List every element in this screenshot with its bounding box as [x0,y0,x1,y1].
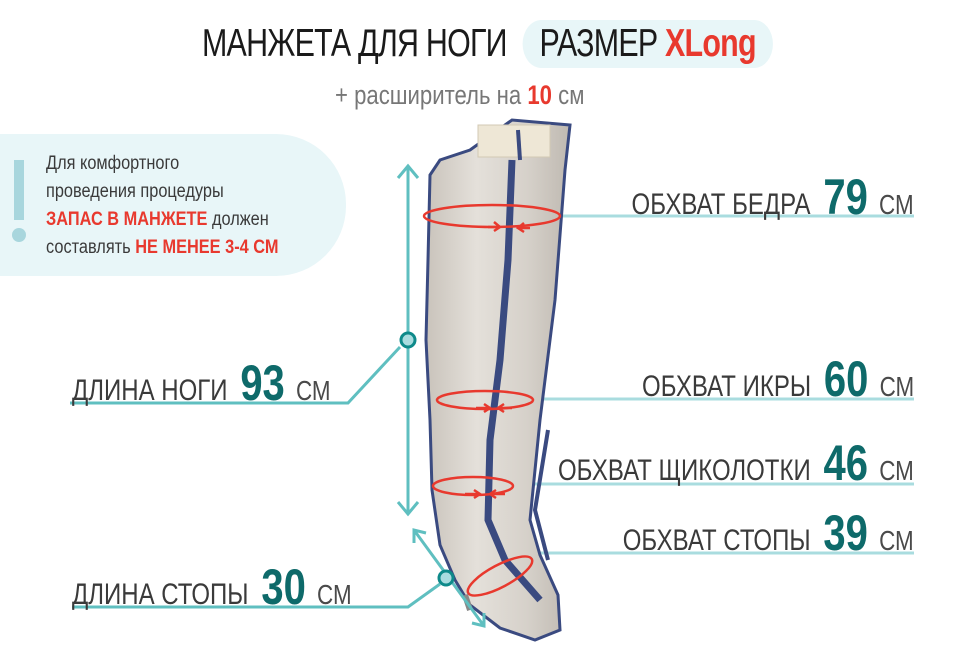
subtitle-prefix: + расширитель на [335,80,522,110]
calf-value: 60 [823,351,869,407]
size-label: РАЗМЕР [539,22,659,65]
leg-length-arrow [70,163,420,517]
size-value: XLong [665,22,757,65]
exclamation-dot-icon [12,228,26,242]
note-line-4: составлять НЕ МЕНЕЕ 3-4 СМ [46,234,278,262]
title-text: МАНЖЕТА ДЛЯ НОГИ [202,22,508,65]
thigh-label: ОБХВАТ БЕДРА [631,188,811,221]
leg-length-unit: СМ [296,375,331,406]
page-title: МАНЖЕТА ДЛЯ НОГИ РАЗМЕР XLong [202,14,773,74]
size-badge: РАЗМЕР XLong [522,20,773,68]
subtitle: + расширитель на 10 см [335,80,584,111]
leg-length-label: ДЛИНА НОГИ [72,374,228,407]
note-highlight-1: ЗАПАС В МАНЖЕТЕ [46,209,208,230]
exclamation-icon [14,160,24,220]
ankle-label: ОБХВАТ ЩИКОЛОТКИ [558,454,811,487]
note-line-3-rest: должен [207,209,269,230]
subtitle-value: 10 [527,80,553,110]
foot-length-label: ДЛИНА СТОПЫ [72,578,249,611]
measurement-calf: ОБХВАТ ИКРЫ 60 СМ [642,350,914,408]
note-line-4-prefix: составлять [46,237,136,258]
calf-label: ОБХВАТ ИКРЫ [641,370,811,403]
foot-girth-unit: СМ [879,525,914,556]
subtitle-unit: см [558,80,585,110]
measurement-foot-girth: ОБХВАТ СТОПЫ 39 СМ [623,504,914,562]
note-highlight-2: НЕ МЕНЕЕ 3-4 СМ [135,237,279,258]
foot-length-marker [437,569,455,587]
foot-girth-label: ОБХВАТ СТОПЫ [623,524,811,557]
leg-length-value: 93 [240,355,285,411]
measurement-leg-length: ДЛИНА НОГИ 93 СМ [72,354,331,412]
foot-length-unit: СМ [317,579,352,610]
thigh-value: 79 [823,169,869,225]
foot-girth-value: 39 [823,505,869,561]
note-line-3: ЗАПАС В МАНЖЕТЕ должен [46,206,278,234]
note-line-2: проведения процедуры [46,181,224,202]
note-line-1: Для комфортного [46,153,180,174]
measurement-ankle: ОБХВАТ ЩИКОЛОТКИ 46 СМ [558,434,914,492]
measurement-thigh: ОБХВАТ БЕДРА 79 СМ [632,168,914,226]
note-text: Для комфортного проведения процедуры ЗАП… [46,150,278,262]
thigh-unit: СМ [879,189,914,220]
calf-unit: СМ [879,371,914,402]
measurement-foot-length: ДЛИНА СТОПЫ 30 СМ [72,558,352,616]
cuff-shape [424,118,572,642]
girth-markers [422,203,562,597]
foot-length-value: 30 [261,559,306,615]
ankle-unit: СМ [879,455,914,486]
ankle-value: 46 [823,435,869,491]
note-box [0,134,346,276]
guide-lines-right [525,214,914,555]
leg-length-marker [399,331,417,349]
